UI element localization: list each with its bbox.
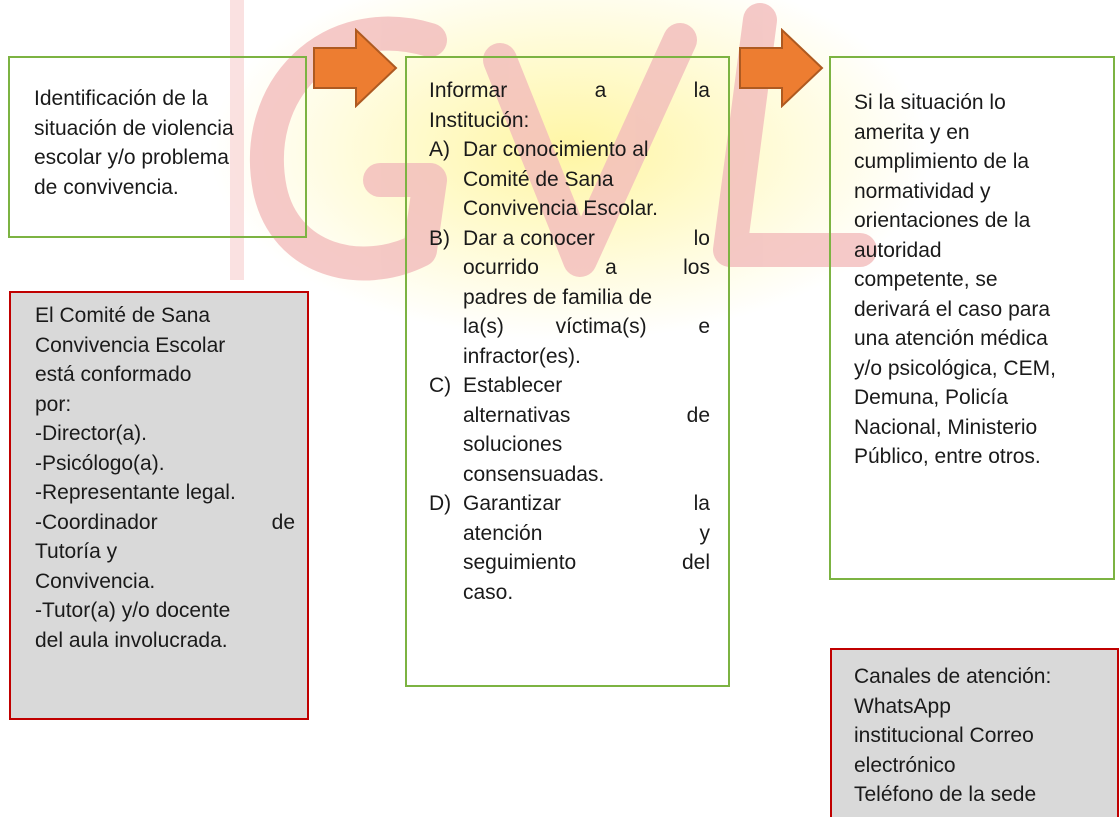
step1-line: Identificación de la bbox=[34, 87, 208, 110]
step3-line: orientaciones de la bbox=[854, 209, 1031, 232]
step1-line: de convivencia. bbox=[34, 175, 179, 199]
committee-line: Tutoría y bbox=[35, 540, 118, 563]
step3-line: Demuna, Policía bbox=[854, 386, 1009, 409]
step2-intro-line: Institución: bbox=[429, 108, 530, 132]
contact-channels-box: Canales de atención: WhatsApp institucio… bbox=[830, 648, 1119, 817]
channels-line: WhatsApp bbox=[854, 694, 951, 718]
committee-line: -Psicólogo(a). bbox=[35, 451, 165, 475]
committee-line: -Representante legal. bbox=[35, 481, 236, 504]
arrow-right-icon bbox=[313, 28, 398, 108]
step1-line: escolar y/o problema bbox=[34, 146, 229, 169]
step-inform-box: Informar a la Institución: A) Dar conoci… bbox=[405, 56, 730, 687]
step3-line: y/o psicológica, CEM, bbox=[854, 356, 1056, 380]
step1-line: situación de violencia bbox=[34, 116, 234, 140]
list-item-a: A) Dar conocimiento al Comité de Sana Co… bbox=[429, 135, 710, 224]
channels-line: electrónico bbox=[854, 753, 956, 777]
watermark-logo bbox=[249, 3, 877, 281]
watermark-letter-l bbox=[713, 3, 877, 267]
committee-line: -Director(a). bbox=[35, 422, 148, 445]
committee-line: está conformado bbox=[35, 363, 192, 386]
step3-line: cumplimiento de la bbox=[854, 150, 1030, 173]
item-label: D) bbox=[429, 492, 452, 515]
step3-line: Nacional, Ministerio bbox=[854, 415, 1038, 439]
committee-members-box: El Comité de Sana Convivencia Escolar es… bbox=[9, 291, 309, 720]
step3-line: autoridad bbox=[854, 238, 942, 262]
item-label: A) bbox=[429, 138, 450, 161]
committee-line: -Coordinador de bbox=[35, 510, 295, 534]
committee-line: del aula involucrada. bbox=[35, 628, 228, 652]
committee-line: Convivencia. bbox=[35, 569, 156, 593]
step-identification-box: Identificación de la situación de violen… bbox=[8, 56, 307, 238]
step2-intro-line: Informar a la bbox=[429, 79, 710, 102]
arrow-right-icon bbox=[739, 28, 824, 108]
step3-line: normatividad y bbox=[854, 179, 991, 203]
committee-line: El Comité de Sana bbox=[35, 304, 211, 327]
watermark-letter-v bbox=[483, 23, 697, 277]
channels-line: institucional Correo bbox=[854, 724, 1034, 747]
item-label: C) bbox=[429, 374, 452, 397]
step-referral-box: Si la situación lo amerita y en cumplimi… bbox=[829, 56, 1115, 580]
step3-line: Si la situación lo bbox=[854, 91, 1006, 114]
committee-line: -Tutor(a) y/o docente bbox=[35, 599, 231, 622]
step3-line: derivará el caso para bbox=[854, 297, 1051, 321]
watermark-stripe bbox=[230, 0, 244, 280]
step3-line: una atención médica bbox=[854, 327, 1048, 350]
committee-line: por: bbox=[35, 392, 72, 416]
watermark-letter-g bbox=[249, 16, 447, 281]
step3-line: competente, se bbox=[854, 268, 998, 291]
committee-line: Convivencia Escolar bbox=[35, 333, 226, 357]
channels-line: Teléfono de la sede bbox=[854, 783, 1037, 806]
step3-line: Público, entre otros. bbox=[854, 445, 1041, 468]
step3-line: amerita y en bbox=[854, 120, 970, 144]
item-label: B) bbox=[429, 226, 450, 250]
channels-line: Canales de atención: bbox=[854, 665, 1052, 688]
